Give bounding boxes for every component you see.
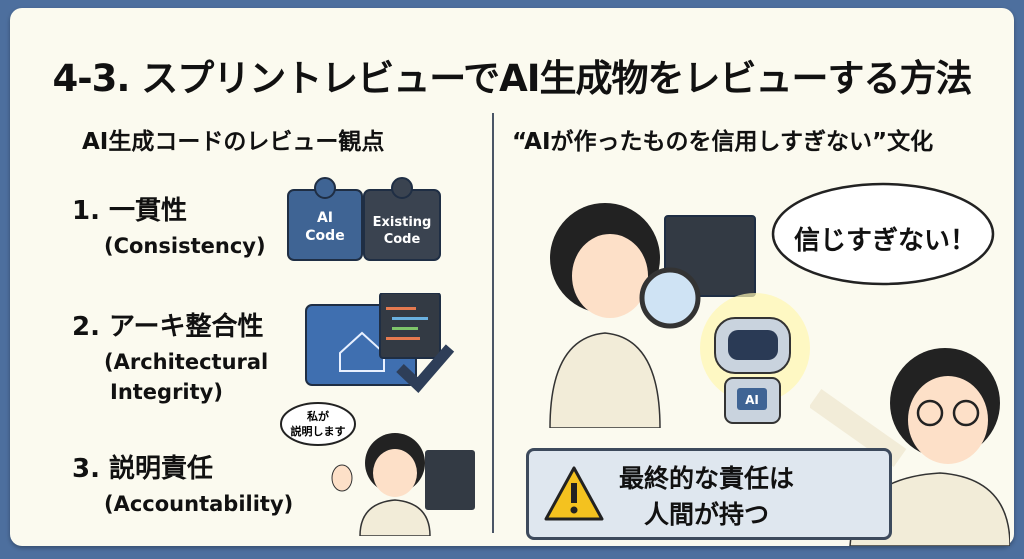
explaining-woman-illustration — [331, 433, 475, 536]
svg-text:説明します: 説明します — [291, 424, 346, 438]
item-english: (Architectural — [104, 350, 269, 374]
warning-line-2: 人間が持つ — [644, 500, 770, 529]
warning-line-1: 最終的な責任は — [619, 464, 795, 493]
review-point-architecture: 2. アーキ整合性 (Architectural Integrity) — [72, 306, 268, 407]
warning-box: 最終的な責任は 人間が持つ — [526, 448, 892, 540]
item-english-2: Integrity) — [110, 380, 223, 404]
column-divider — [492, 113, 494, 533]
puzzle-right-1: Existing — [373, 215, 432, 230]
item-label: 3. 説明責任 — [72, 454, 214, 484]
blueprint-check-icon — [305, 293, 455, 393]
thought-bubble-text: 信じすぎない！ — [793, 226, 976, 256]
warning-text: 最終的な責任は 人間が持つ — [619, 461, 794, 533]
puzzle-left-2: Code — [305, 228, 344, 244]
right-heading: “AIが作ったものを信用しすぎない”文化 — [512, 129, 934, 155]
review-point-consistency: 1. 一貫性 (Consistency) — [72, 190, 266, 261]
puzzle-left-1: AI — [317, 210, 333, 226]
left-heading: AI生成コードのレビュー観点 — [82, 129, 385, 155]
puzzle-icon: AI Code Existing Code — [287, 177, 441, 261]
item-english: (Consistency) — [104, 234, 266, 258]
item-label: 1. 一貫性 — [72, 196, 188, 226]
item-english: (Accountability) — [104, 492, 294, 516]
svg-text:私が: 私が — [307, 409, 329, 423]
review-point-accountability: 3. 説明責任 (Accountability) — [72, 448, 293, 519]
slide-title: 4-3. スプリントレビューでAI生成物をレビューする方法 — [52, 57, 973, 100]
slide-card: 4-3. スプリントレビューでAI生成物をレビューする方法 AI生成コードのレビ… — [10, 8, 1014, 546]
speech-bubble: 私が 説明します — [280, 402, 356, 446]
robot-ai-label: AI — [745, 393, 759, 407]
item-label: 2. アーキ整合性 — [72, 312, 264, 342]
thought-bubble: 信じすぎない！ — [765, 176, 1005, 296]
woman-magnifier-robot-illustration: AI — [549, 203, 810, 428]
puzzle-right-2: Code — [384, 232, 421, 247]
warning-icon — [544, 466, 604, 521]
